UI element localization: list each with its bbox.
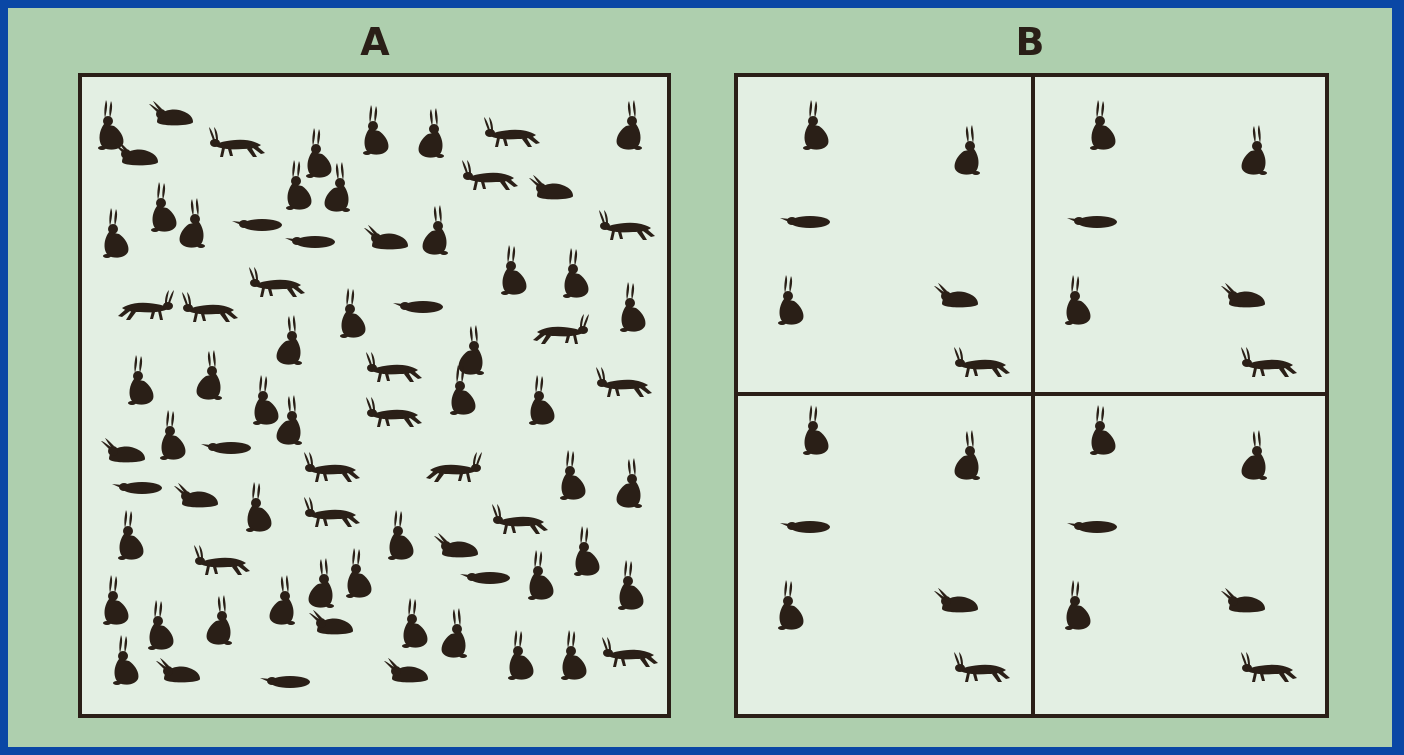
panel-b-label: B [980, 22, 1080, 62]
panel-a-label: A [325, 22, 425, 62]
panel-a-random-distribution [78, 73, 671, 718]
panel-b-quadrat-grid [734, 73, 1329, 718]
quadrat-divider-horizontal [738, 392, 1325, 396]
